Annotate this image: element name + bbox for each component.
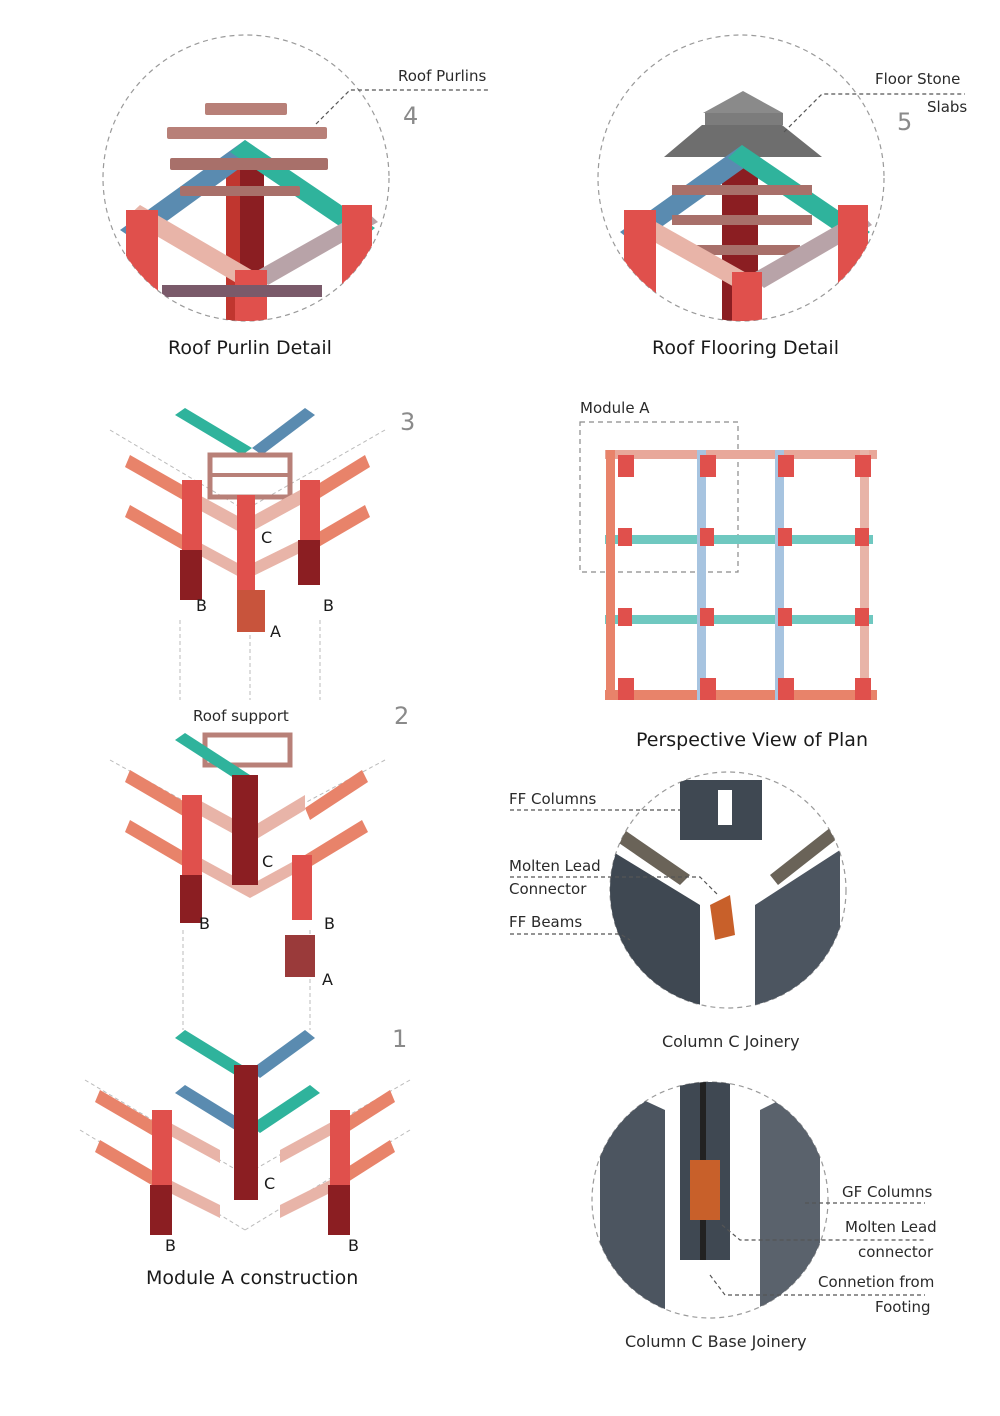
column-label-c: C [264,1174,276,1193]
column-label-c: C [262,852,274,871]
roof-flooring-detail-caption: Roof Flooring Detail [652,337,839,359]
column-label-b: B [199,914,210,933]
floor-stone-callout-line1: Floor Stone [875,70,961,88]
molten-lead-label: Molten Lead [845,1218,937,1236]
step-number-5: 5 [897,108,913,136]
column-label-b: B [324,914,335,933]
column-c-base-caption: Column C Base Joinery [625,1332,807,1351]
column-label-b: B [196,596,207,615]
ff-beams-label: FF Beams [509,913,583,931]
plan-perspective-illustration [579,421,877,700]
step-number-4: 4 [403,102,419,130]
module-a-construction-caption: Module A construction [146,1267,359,1289]
step-number-2: 2 [394,702,410,730]
construction-step-3-illustration [109,408,386,700]
floor-stone-callout-line2: Slabs [927,98,968,116]
construction-step-2-illustration [109,732,386,1030]
column-label-c: C [261,528,273,547]
connector-label: connector [858,1243,934,1261]
roof-purlins-callout: Roof Purlins [398,67,487,85]
roof-flooring-detail-illustration [597,34,965,322]
footing-label: Footing [875,1298,931,1316]
column-c-base-illustration [591,1081,925,1319]
module-a-label: Module A [580,399,650,417]
roof-support-title: Roof support [193,707,289,725]
molten-lead-label: Molten Lead [509,857,601,875]
gf-columns-label: GF Columns [842,1183,933,1201]
column-c-joinery-caption: Column C Joinery [662,1032,800,1051]
column-label-a: A [322,970,333,989]
roof-purlin-detail-caption: Roof Purlin Detail [168,337,332,359]
connector-label: Connector [509,880,587,898]
column-label-b: B [323,596,334,615]
step-number-1: 1 [392,1025,408,1053]
connection-from-label: Connetion from [818,1273,935,1291]
construction-step-1-illustration [79,1030,411,1235]
ff-columns-label: FF Columns [509,790,597,808]
column-label-b: B [165,1236,176,1255]
step-number-3: 3 [400,408,416,436]
column-label-b: B [348,1236,359,1255]
plan-perspective-caption: Perspective View of Plan [636,729,868,751]
column-label-a: A [270,622,281,641]
